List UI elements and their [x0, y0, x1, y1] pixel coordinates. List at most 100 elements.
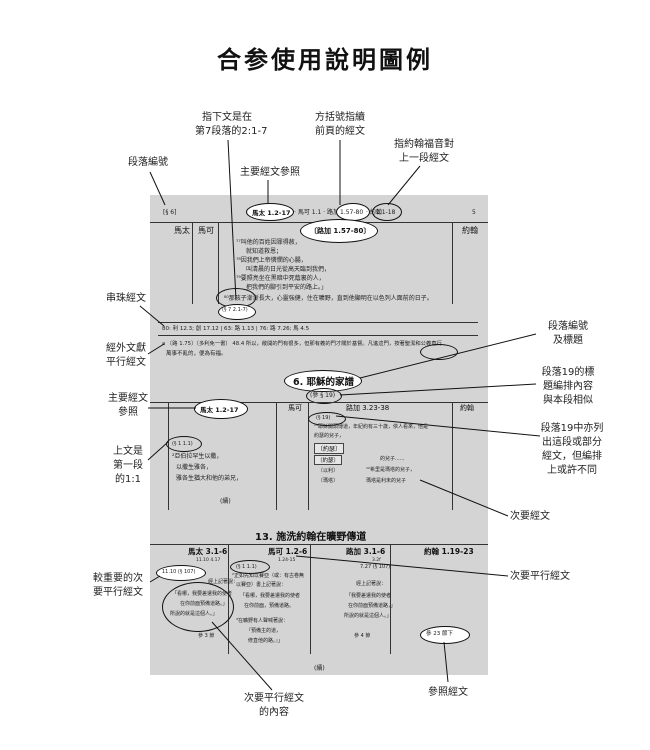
callout-line: 平行經文: [106, 357, 146, 368]
luke-side-line: 瑪塔是利未的兒子: [366, 478, 407, 484]
mark-quote: 修直他的路。』」: [248, 638, 284, 644]
mark-quote: 在你前面，預備道路。: [244, 603, 295, 609]
matt-subref: 11.10 4.17: [196, 558, 221, 563]
cross-ref-line: 80: 利 12.3; 創 17.12 | 63: 路 1.13 | 76: 路…: [162, 326, 310, 332]
luke-subref: 3.2f: [372, 558, 381, 563]
luke-quote: 所說的就是這個人。」: [344, 613, 392, 619]
callout-para-title: 段落編號 及標題: [540, 320, 596, 348]
col3-mark: 馬可 1.2-6: [268, 547, 308, 556]
luke-tag: 〔以利〕: [318, 468, 339, 474]
header-luke-ref: 1.57-80: [340, 209, 364, 216]
callout-line: 上一段經文: [399, 153, 449, 164]
leader-line: [443, 641, 449, 683]
verse-line: 把我們的腳引到平安的路上。」: [246, 284, 328, 291]
page-number: 5: [472, 209, 476, 216]
col-divider: [310, 544, 311, 654]
section6-ref-oval: [306, 388, 342, 404]
callout-line: 的1:1: [114, 474, 142, 485]
section6-ref: (參 § 19): [310, 392, 336, 399]
matt-quote: 在你前面預備道路。」: [180, 601, 228, 607]
section13-rule: [150, 544, 488, 545]
mark-text: 以賽亞）書上記著說：: [236, 582, 287, 588]
continued-mark-2: (續): [314, 665, 325, 672]
col-divider: [168, 402, 169, 510]
verse-line: 就知道救恩；: [246, 248, 283, 255]
col2-luke: 路加 3.23-38: [346, 404, 390, 412]
col3-matthew: 馬太 3.1-6: [188, 547, 228, 556]
callout-line: 與本段相似: [543, 395, 593, 406]
ref-prev-oval-2: [218, 304, 256, 320]
callout-line: 段落編號: [548, 321, 588, 332]
callout-p19: 段落19的標 題編排內容 與本段相似: [536, 366, 600, 408]
verse-line: ⁷⁹要照亮坐在黑暗中死蔭裏的人，: [236, 275, 325, 282]
leader-line: [139, 305, 165, 327]
callout-line: 次要平行經文: [244, 693, 304, 704]
luke-line: 約瑟的兒子，: [314, 433, 345, 439]
matt-quote-oval: [162, 582, 234, 632]
header-other-refs: · 馬可 1.1 · 路加: [294, 209, 339, 216]
mark-quote: 『預備主的道，: [246, 628, 282, 634]
callout-ref-prev: 指下文是在 第7段落的2:1-7: [195, 111, 268, 139]
john-see: 參 23 節下: [426, 631, 453, 637]
verse-80: ⁸⁰那孩子漸漸長大，心靈強健，住在曠野，直到他顯明在以色列人面前的日子。: [224, 295, 433, 302]
callout-line: 出這段或部分: [542, 437, 602, 448]
callout-line: 方括號指續: [315, 112, 365, 123]
col2-john: 約翰: [460, 404, 474, 412]
callout-line: 第7段落的2:1-7: [195, 126, 268, 137]
luke-19-ref: (§ 19): [316, 415, 331, 421]
luke-tag: 〔瑪塔〕: [318, 478, 339, 484]
col-mark: 馬可: [198, 226, 214, 235]
leader-line: [211, 621, 273, 691]
leader-line: [147, 441, 169, 461]
callout-line: 題編排內容: [543, 381, 593, 392]
luke-quote: 「我要差遣我的使者: [346, 593, 392, 599]
col-divider: [308, 402, 309, 510]
leader-line: [387, 165, 421, 206]
callout-first-para: 上文是 第一段 的1:1: [108, 445, 148, 487]
extra-rule: [158, 335, 478, 336]
luke-ref3: 7.27 (§ 107): [360, 564, 391, 570]
callout-line: 的內容: [259, 707, 289, 718]
leader-line: [335, 415, 541, 437]
callout-bracket: 方括號指續 前頁的經文: [310, 111, 370, 139]
mark-ref-oval: [230, 560, 270, 574]
leader-line: [295, 555, 509, 577]
callout-line: 指約翰福音對: [394, 139, 454, 150]
luke-side-line: 的兒子......: [380, 456, 405, 462]
leader-line: [149, 171, 166, 206]
col-divider: [452, 402, 453, 510]
matt-line: ²亞伯拉罕生以撒，: [172, 453, 223, 460]
section6-rule: [150, 402, 488, 403]
callout-extra: 經外文獻 平行經文: [102, 342, 150, 370]
extra-line-1: a 〔路 1.75〕〔多利免一書〕 48.4 所以，敞開的門有很多，但那有義的門…: [162, 341, 442, 347]
luke-quote: 在你前面預備道路，」: [348, 603, 396, 609]
leader-line: [359, 333, 537, 379]
section6-title: 6. 耶穌的家譜: [293, 377, 355, 388]
leader-line: [227, 139, 237, 301]
header-john-ref: 1.1-18: [376, 209, 396, 216]
callout-line: 及標題: [553, 335, 583, 346]
callout-secondary: 次要經文: [510, 511, 550, 522]
col-divider: [390, 544, 391, 654]
leader-line: [149, 575, 161, 583]
col-matthew: 馬太: [174, 226, 190, 235]
callout-secondary-parallel: 次要平行經文: [510, 571, 570, 582]
mark-ref: (§ 1 1.1): [236, 564, 257, 570]
luke-side-line: ¹²希里是瑪塔的兒子，: [366, 467, 416, 473]
matt-important-ref-oval: [156, 565, 206, 581]
callout-line: 上或許不同: [547, 465, 597, 476]
continued-mark: (續): [220, 498, 231, 505]
luke-see: 參 4 節: [354, 633, 371, 639]
extra-end-oval: [420, 344, 458, 360]
callout-line: 較重要的次: [93, 573, 143, 584]
extra-line-2: 萬事不亂的，便為有福。: [166, 351, 227, 357]
callout-ellipsis: 指約翰福音對 上一段經文: [392, 138, 456, 166]
callout-main-ref: 主要經文參照: [240, 167, 300, 178]
matt-ref-oval: [194, 399, 248, 419]
luke-19-oval: [308, 412, 346, 426]
matt-important-ref: 11.10 (§ 107): [162, 569, 196, 575]
john-see-oval: [420, 626, 470, 644]
luke-tag: 〔約瑟〕: [314, 455, 343, 465]
callout-line: 段落19的標: [541, 367, 595, 378]
main-ref-oval: [246, 203, 294, 221]
